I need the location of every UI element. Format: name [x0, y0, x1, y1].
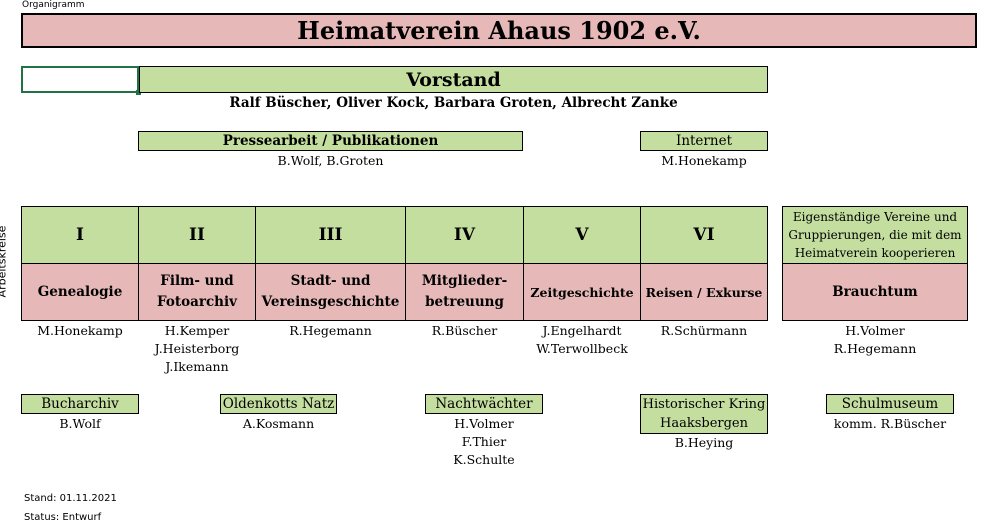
member-name: B.Heying: [674, 435, 734, 450]
ak-num-1: I: [21, 206, 139, 264]
member-name: M.Honekamp: [37, 323, 123, 338]
ak-name-2: Film- und Fotoarchiv: [138, 263, 256, 321]
ak-num-3: III: [255, 206, 406, 264]
footer-status: Status: Entwurf: [24, 512, 102, 523]
ak-name-3: Stadt- und Vereinsgeschichte: [255, 263, 406, 321]
gruppe-box-2: Oldenkotts Natz: [220, 394, 337, 414]
header-label: Organigramm: [22, 0, 85, 10]
ak-members-4: R.Büscher: [405, 322, 524, 340]
gruppe-box-3: Nachtwächter: [425, 394, 543, 414]
footer-stand: Stand: 01.11.2021: [24, 493, 117, 504]
ak-num-5: V: [523, 206, 641, 264]
member-name: J.Heisterborg: [154, 341, 240, 356]
eigenstaendig-box: Eigenständige Vereine und Gruppierungen,…: [782, 206, 968, 264]
gruppe-members-4: B.Heying: [640, 434, 768, 452]
member-name: J.Engelhardt: [542, 323, 622, 338]
brauchtum-box: Brauchtum: [782, 263, 968, 321]
ak-members-5: J.Engelhardt W.Terwollbeck: [523, 322, 641, 358]
member-name: H.Volmer: [845, 323, 905, 338]
member-name: F.Thier: [461, 434, 507, 449]
member-name: R.Hegemann: [289, 323, 372, 338]
member-name: J.Ikemann: [165, 359, 229, 374]
member-name: R.Hegemann: [833, 341, 917, 356]
ak-name-1: Genealogie: [21, 263, 139, 321]
gruppe-box-5: Schulmuseum: [826, 394, 954, 414]
ak-members-3: R.Hegemann: [255, 322, 406, 340]
gruppe-members-2: A.Kosmann: [220, 415, 337, 433]
ak-members-6: R.Schürmann: [640, 322, 768, 340]
presse-box: Pressearbeit / Publikationen: [138, 131, 523, 151]
internet-box: Internet: [640, 131, 768, 151]
fill-handle[interactable]: [136, 90, 141, 95]
member-name: R.Büscher: [431, 323, 498, 338]
side-label: Arbeitskreise: [0, 225, 9, 298]
member-name: H.Volmer: [454, 416, 514, 431]
brauchtum-members: H.Volmer R.Hegemann: [782, 322, 968, 358]
member-name: W.Terwollbeck: [536, 341, 628, 356]
ak-name-5: Zeitgeschichte: [523, 263, 641, 321]
member-name: B.Wolf: [59, 416, 101, 431]
member-name: A.Kosmann: [242, 416, 315, 431]
ak-members-2: H.Kemper J.Heisterborg J.Ikemann: [138, 322, 256, 376]
ak-num-2: II: [138, 206, 256, 264]
ak-num-6: VI: [640, 206, 768, 264]
arbeitskreise-grid: I Genealogie II Film- und Fotoarchiv III…: [21, 206, 768, 321]
gruppe-members-3: H.Volmer F.Thier K.Schulte: [425, 415, 543, 469]
ak-members-1: M.Honekamp: [21, 322, 139, 340]
ak-name-4: Mitglieder-betreuung: [405, 263, 524, 321]
internet-names: M.Honekamp: [661, 153, 747, 168]
member-name: komm. R.Büscher: [833, 416, 947, 431]
gruppe-box-4: Historischer Kring Haaksbergen: [640, 394, 768, 434]
gruppe-box-1: Bucharchiv: [21, 394, 139, 414]
presse-names: B.Wolf, B.Groten: [277, 153, 384, 168]
gruppe-members-5: komm. R.Büscher: [790, 415, 990, 433]
member-name: H.Kemper: [164, 323, 230, 338]
selected-cell[interactable]: [21, 66, 139, 93]
vorstand-box: Vorstand: [139, 66, 768, 93]
title-banner: Heimatverein Ahaus 1902 e.V.: [21, 13, 977, 48]
vorstand-members: Ralf Büscher, Oliver Kock, Barbara Grote…: [229, 95, 678, 111]
ak-num-4: IV: [405, 206, 524, 264]
ak-name-6: Reisen / Exkurse: [640, 263, 768, 321]
member-name: K.Schulte: [453, 452, 515, 467]
member-name: R.Schürmann: [660, 323, 748, 338]
gruppe-members-1: B.Wolf: [21, 415, 139, 433]
